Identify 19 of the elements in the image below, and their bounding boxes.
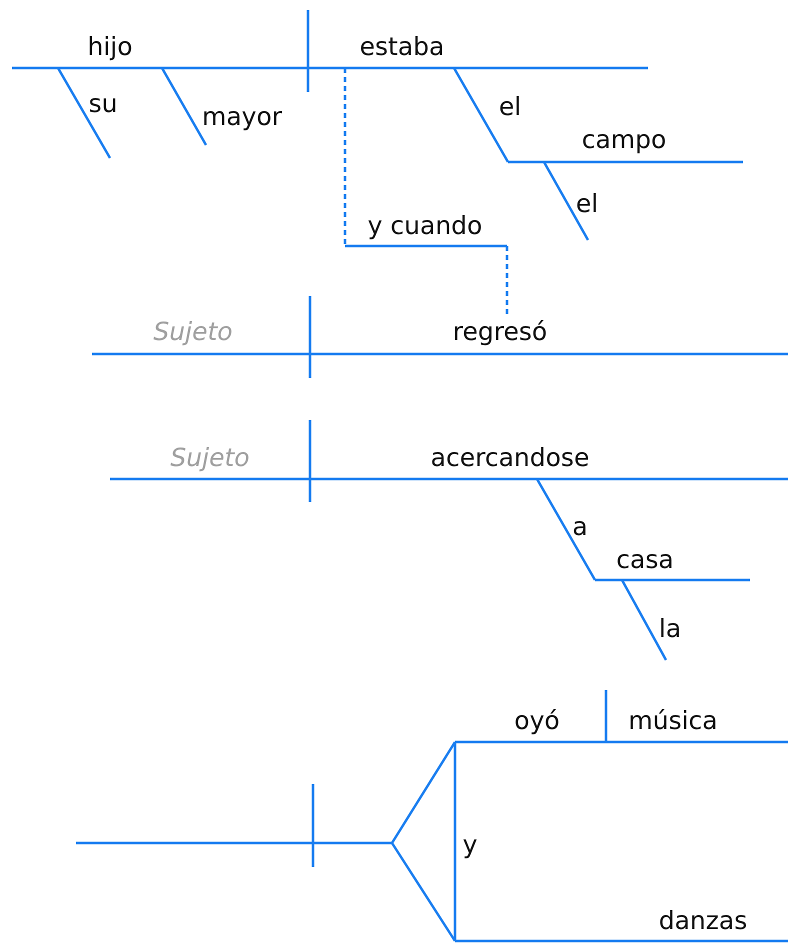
word-label: campo	[582, 125, 666, 155]
word-label: el	[576, 189, 598, 219]
word-label: música	[628, 706, 718, 736]
word-label: el	[498, 92, 522, 122]
word-label: casa	[616, 545, 674, 575]
word-label: y	[462, 830, 478, 860]
word-label: danzas	[658, 906, 748, 936]
word-label: y cuando	[368, 211, 482, 241]
placeholder-word: Sujeto	[153, 317, 233, 347]
word-label: acercandose	[430, 443, 590, 473]
word-label: la	[658, 614, 682, 644]
word-label: regresó	[452, 317, 548, 347]
word-label: su	[88, 89, 118, 119]
word-label: estaba	[360, 32, 444, 62]
word-label: hijo	[87, 32, 133, 62]
word-label: a	[572, 512, 588, 542]
placeholder-word: Sujeto	[170, 443, 250, 473]
word-label: mayor	[202, 102, 282, 132]
word-label: oyó	[514, 706, 560, 736]
